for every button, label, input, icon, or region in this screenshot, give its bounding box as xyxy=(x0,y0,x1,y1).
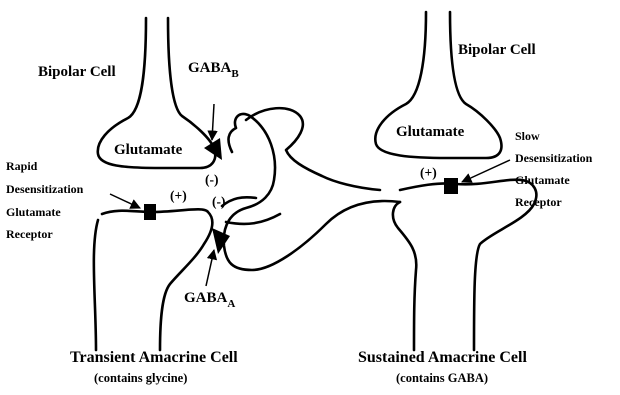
slow-receptor-arrow xyxy=(462,160,510,182)
slow-label-line-1: Slow xyxy=(515,129,540,143)
slow-label-line-4: Receptor xyxy=(515,195,562,209)
right-bipolar-cell-label: Bipolar Cell xyxy=(458,42,536,58)
rapid-label-line-2: Desensitization xyxy=(6,182,84,196)
gaba-a-label: GABAA xyxy=(184,290,235,310)
central-amacrine-process-upper xyxy=(246,108,380,190)
rapid-receptor-square xyxy=(144,204,156,220)
minus-bottom-label: (-) xyxy=(212,194,226,209)
rapid-label-line-1: Rapid xyxy=(6,159,38,173)
left-bipolar-cell-label: Bipolar Cell xyxy=(38,64,116,80)
rapid-label-line-4: Receptor xyxy=(6,227,53,241)
transient-amacrine-subtitle: (contains glycine) xyxy=(94,371,187,385)
plus-right-label: (+) xyxy=(420,165,437,180)
plus-left-label: (+) xyxy=(170,188,187,203)
slow-label-line-2: Desensitization xyxy=(515,151,593,165)
gaba-a-arrow xyxy=(206,250,214,286)
right-glutamate-label: Glutamate xyxy=(396,124,465,140)
central-amacrine-process-outline xyxy=(224,114,400,270)
transient-amacrine-title: Transient Amacrine Cell xyxy=(70,349,238,366)
gaba-b-arrow xyxy=(212,104,214,140)
slow-receptor-square xyxy=(444,178,458,194)
rapid-label-line-3: Glutamate xyxy=(6,205,61,219)
sustained-amacrine-title: Sustained Amacrine Cell xyxy=(358,349,527,366)
rapid-receptor-arrow xyxy=(110,194,140,208)
minus-top-label: (-) xyxy=(205,172,219,187)
slow-label-line-3: Glutamate xyxy=(515,173,570,187)
gaba-a-synapse-triangle xyxy=(212,228,230,254)
gaba-b-label: GABAB xyxy=(188,60,239,80)
transient-amacrine-cell-outline xyxy=(94,209,213,350)
left-glutamate-label: Glutamate xyxy=(114,142,183,158)
gaba-b-synapse-triangle xyxy=(204,138,222,160)
sustained-amacrine-subtitle: (contains GABA) xyxy=(396,371,488,385)
